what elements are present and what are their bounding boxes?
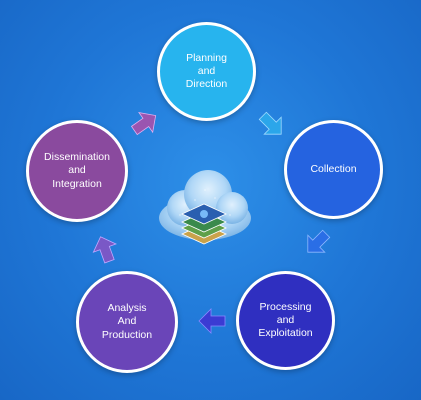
node-dissemination-integration: Dissemination and Integration [26,120,128,222]
arrow-analysis-to-dissemination [92,236,117,264]
node-processing-line3: Exploitation [258,327,313,340]
node-processing-line2: and [276,313,295,326]
node-dissemination-line2: and [68,164,86,177]
node-processing-label: Processing and Exploitation [238,301,332,340]
node-planning-direction-label: Planning and Direction [160,52,253,91]
cloud-data-layers-icon [159,170,251,245]
arrow-collection-to-processing [307,229,331,253]
node-processing-exploitation: Processing and Exploitation [236,271,335,370]
node-analysis-label: Analysis And Production [79,302,175,341]
node-planning-line2: Direction [185,78,228,91]
node-dissemination-line3: Integration [52,177,102,190]
node-collection-label: Collection [310,162,357,175]
node-dissemination-line1: Dissemination [44,151,110,164]
node-planning-direction: Planning and Direction [157,22,256,121]
node-collection: Collection [284,120,383,219]
arrow-dissemination-to-planning [130,112,157,136]
node-planning-line1: Planning and [186,51,227,77]
arrow-processing-to-analysis [198,308,226,334]
node-analysis-production: Analysis And Production [76,271,178,373]
arrow-planning-to-collection [258,111,282,135]
node-processing-line1: Processing [259,300,312,313]
node-analysis-line2: Production [101,328,153,341]
node-dissemination-label: Dissemination and Integration [24,151,130,190]
node-analysis-line1: Analysis And [107,302,147,328]
